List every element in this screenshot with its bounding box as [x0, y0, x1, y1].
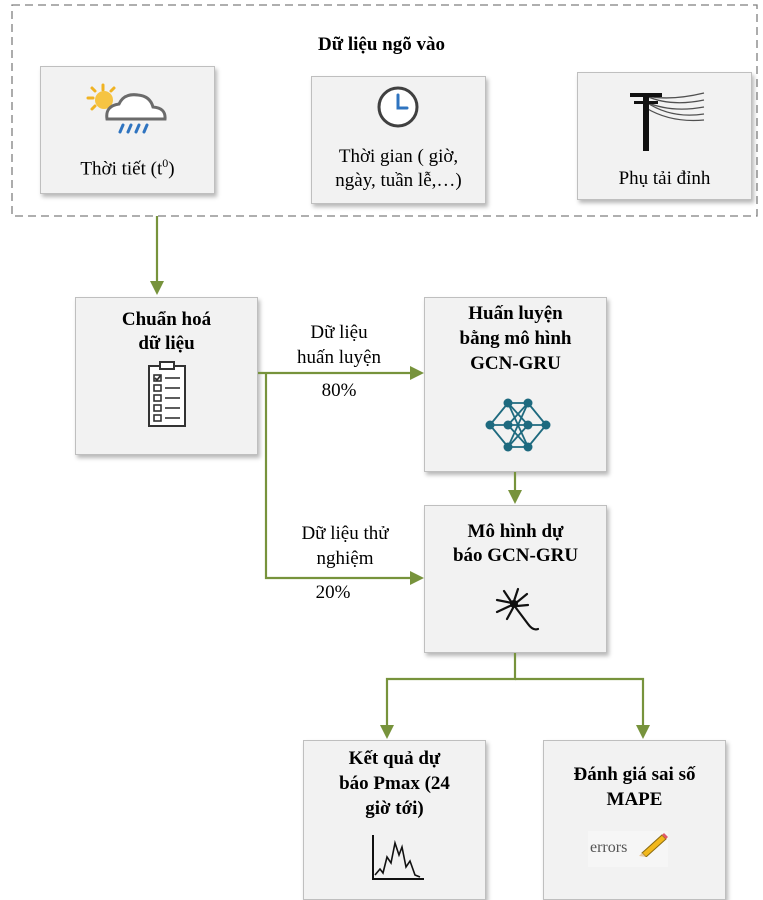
result-title-line1: Kết quả dự [348, 748, 441, 769]
result-title-line3: giờ tới) [365, 798, 424, 819]
time-box: Thời gian ( giờ, ngày, tuần lễ,…) [311, 76, 486, 204]
errors-text: errors [590, 839, 628, 856]
time-label-line1: Thời gian ( giờ, [338, 146, 459, 167]
weather-icon [86, 83, 167, 134]
time-label-line2: ngày, tuần lễ,…) [335, 170, 462, 191]
training-title-line3: GCN-GRU [470, 353, 561, 374]
arrow-to-model [264, 373, 412, 580]
weather-box: Thời tiết (t0) [40, 66, 215, 194]
test-split-line2: nghiệm [316, 548, 374, 569]
model-title-line2: báo GCN-GRU [452, 545, 579, 566]
result-box: Kết quả dự báo Pmax (24 giờ tới) [303, 740, 486, 900]
test-split-line3: 20% [315, 582, 351, 603]
training-title-line1: Huấn luyện [468, 303, 563, 324]
model-box: Mô hình dự báo GCN-GRU [424, 505, 607, 653]
train-split-line3: 80% [321, 380, 357, 401]
normalize-box: Chuẩn hoá dữ liệu [75, 297, 258, 455]
test-split-line1: Dữ liệu thử [301, 523, 389, 544]
normalize-title-line2: dữ liệu [138, 333, 195, 354]
train-split-line1: Dữ liệu [310, 322, 368, 343]
arrow-to-evaluation [515, 677, 645, 727]
evaluation-title-line1: Đánh giá sai số [573, 764, 696, 785]
neuron-icon [495, 587, 540, 631]
clock-icon [377, 86, 419, 128]
input-group-title: Dữ liệu ngõ vào [318, 34, 445, 55]
model-title-line1: Mô hình dự [467, 521, 564, 542]
peak-load-label: Phụ tải đỉnh [618, 168, 711, 189]
pencil-icon [639, 833, 668, 857]
power-pole-icon [630, 92, 705, 151]
neural-network-icon [485, 398, 551, 452]
peak-load-box: Phụ tải đỉnh [577, 72, 752, 200]
weather-label: Thời tiết (t0) [80, 156, 175, 180]
training-box: Huấn luyện bằng mô hình GCN-GRU [424, 297, 607, 472]
normalize-title-line1: Chuẩn hoá [121, 309, 212, 330]
training-title-line2: bằng mô hình [459, 328, 572, 349]
checklist-icon [148, 361, 186, 427]
train-split-line2: huấn luyện [297, 347, 381, 368]
arrow-to-result [385, 653, 517, 727]
chart-icon [372, 835, 424, 880]
result-title-line2: báo Pmax (24 [339, 773, 450, 794]
errors-image: errors [588, 831, 668, 867]
evaluation-title-line2: MAPE [606, 789, 663, 810]
